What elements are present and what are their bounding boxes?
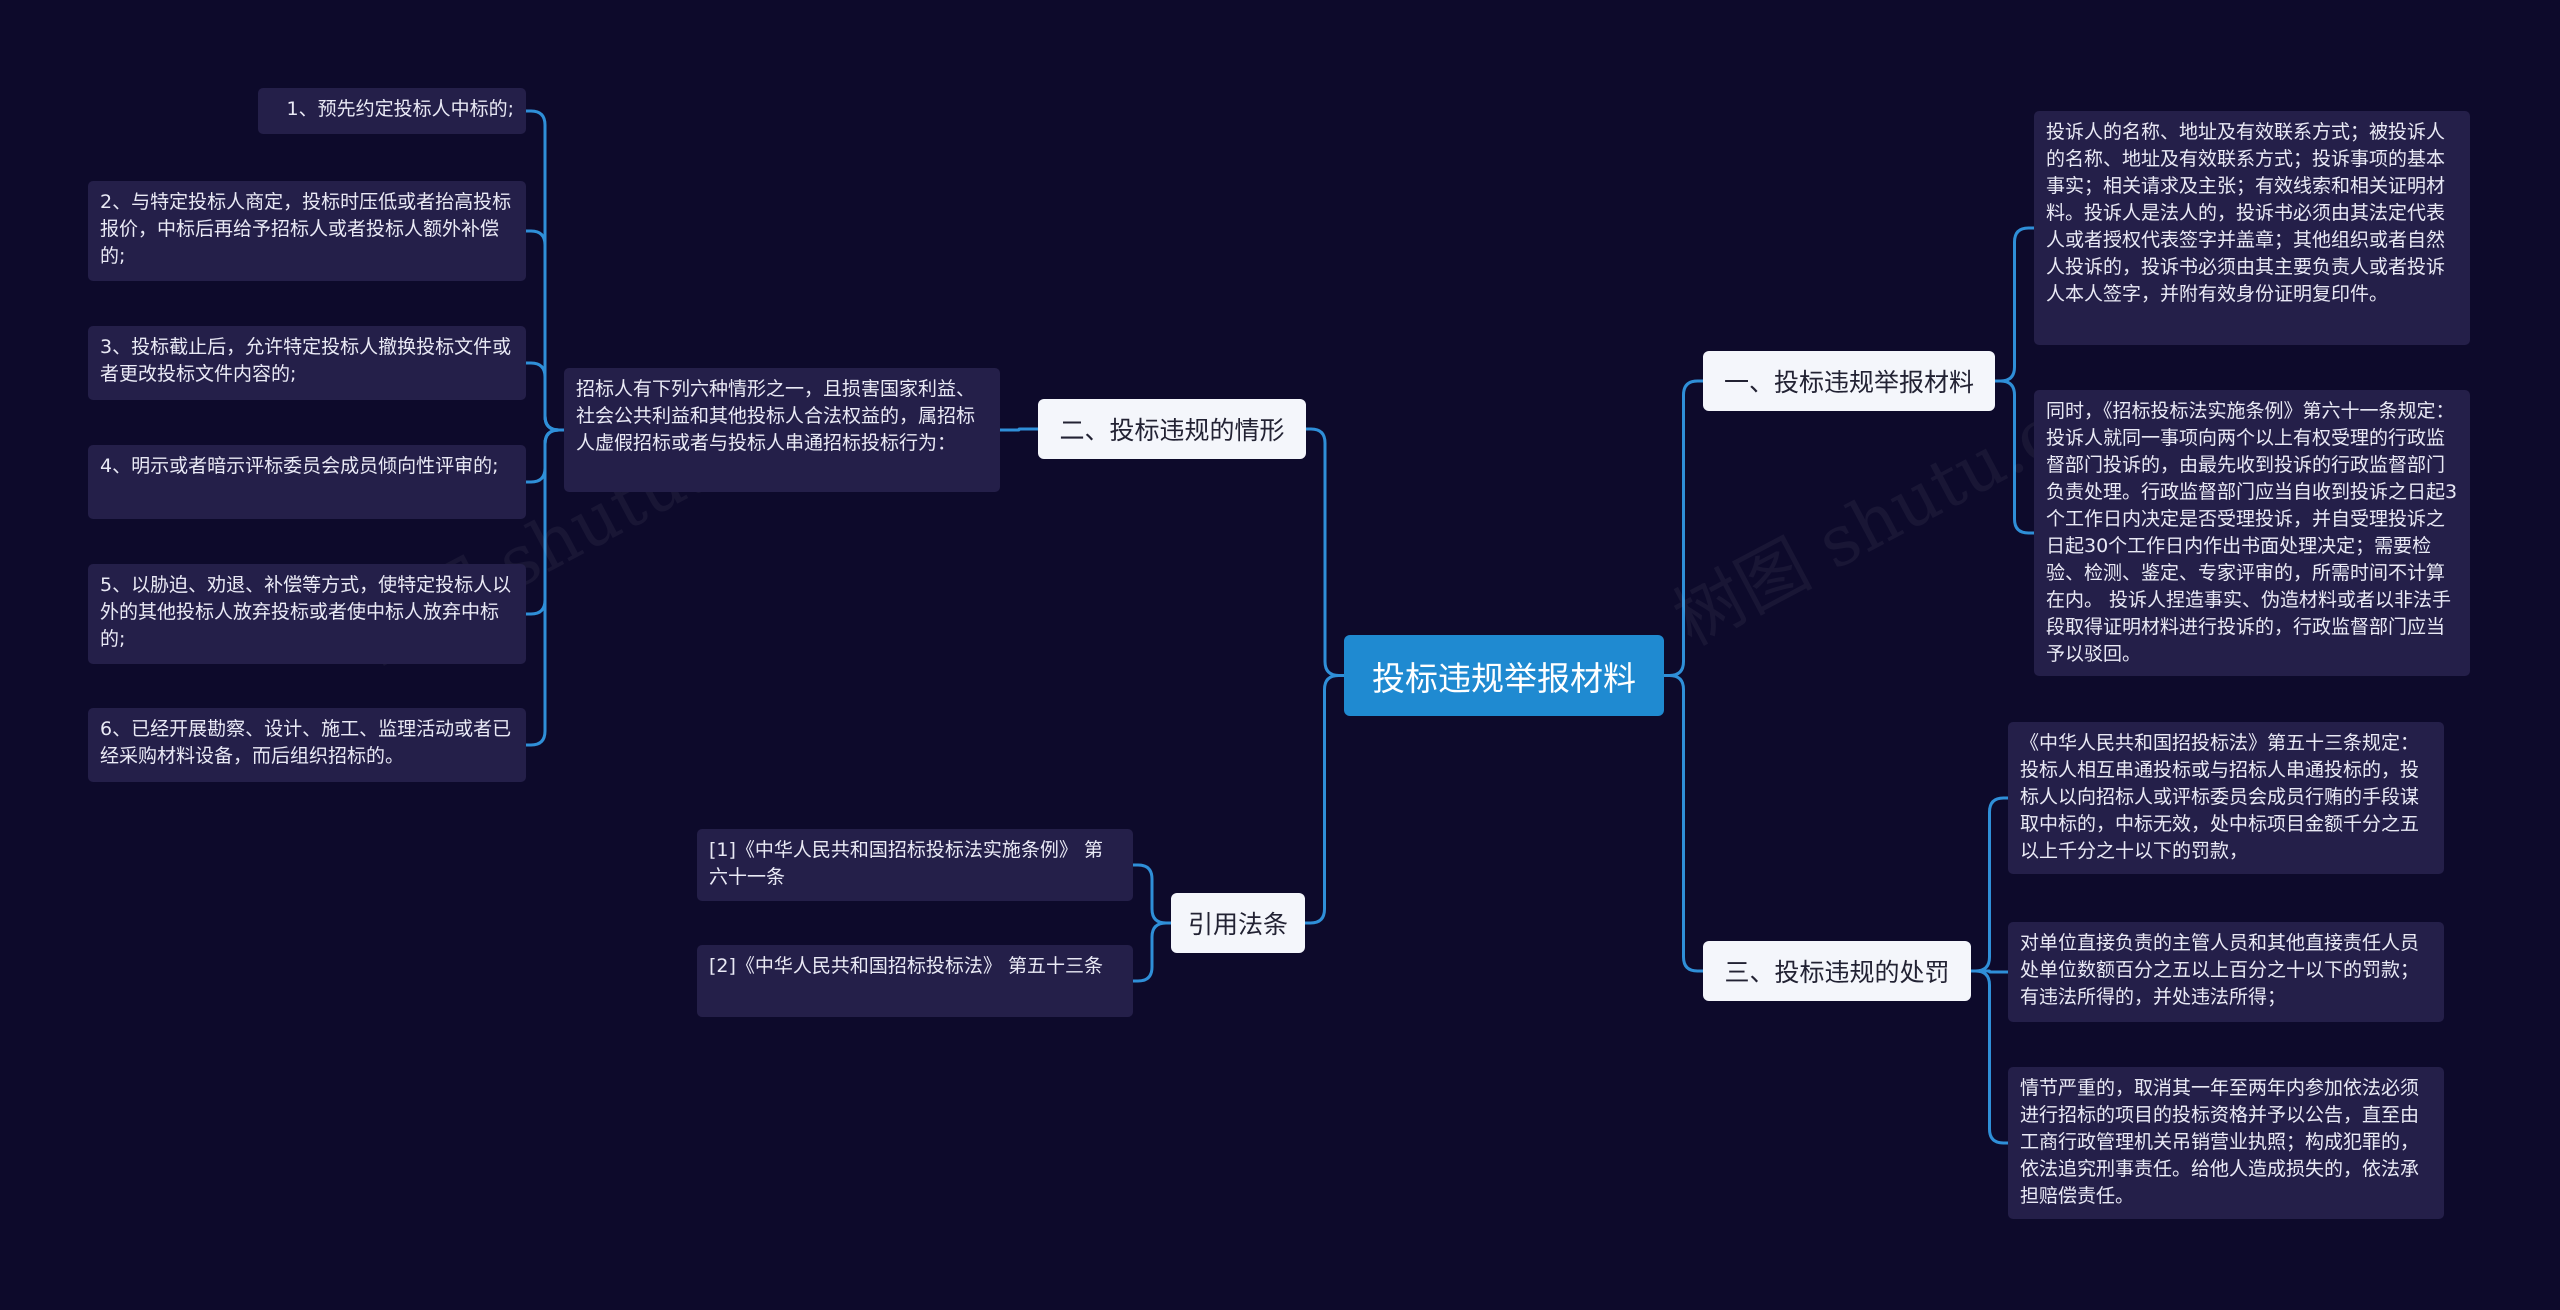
edge-penalty-leaf-2 <box>1971 969 2008 974</box>
violation-cases-intro[interactable]: 招标人有下列六种情形之一，且损害国家利益、社会公共利益和其他投标人合法权益的，属… <box>564 368 1000 492</box>
edge-cited-law-1 <box>1133 863 1171 925</box>
edge-report-materials-leaf-2 <box>1995 379 2034 535</box>
branch-report-materials[interactable]: 一、投标违规举报材料 <box>1703 351 1995 411</box>
report-materials-leaf-1[interactable]: 投诉人的名称、地址及有效联系方式；被投诉人的名称、地址及有效联系方式；投诉事项的… <box>2034 111 2470 345</box>
violation-case-item-2[interactable]: 2、与特定投标人商定，投标时压低或者抬高投标报价，中标后再给予招标人或者投标人额… <box>88 181 526 281</box>
cited-law-1[interactable]: [1]《中华人民共和国招标投标法实施条例》 第六十一条 <box>697 829 1133 901</box>
penalty-leaf-3[interactable]: 情节严重的，取消其一年至两年内参加依法必须进行招标的项目的投标资格并予以公告，直… <box>2008 1067 2444 1219</box>
edge-root-to-report-materials <box>1664 379 1703 677</box>
edge-penalty-leaf-3 <box>1971 969 2008 1145</box>
edge-root-to-cited-laws <box>1305 674 1344 925</box>
violation-case-item-1[interactable]: 1、预先约定投标人中标的; <box>258 88 526 134</box>
edge-root-to-violation-cases <box>1306 427 1344 677</box>
branch-violation-cases[interactable]: 二、投标违规的情形 <box>1038 399 1306 459</box>
edge-root-to-penalties <box>1664 674 1703 973</box>
violation-case-item-3[interactable]: 3、投标截止后，允许特定投标人撤换投标文件或者更改投标文件内容的; <box>88 326 526 400</box>
violation-case-item-4[interactable]: 4、明示或者暗示评标委员会成员倾向性评审的; <box>88 445 526 519</box>
edge-violation-case-item-3 <box>526 361 564 432</box>
edge-report-materials-leaf-1 <box>1995 226 2034 383</box>
branch-penalties[interactable]: 三、投标违规的处罚 <box>1703 941 1971 1001</box>
report-materials-leaf-2[interactable]: 同时，《招标投标法实施条例》第六十一条规定：投诉人就同一事项向两个以上有权受理的… <box>2034 390 2470 676</box>
branch-cited-laws[interactable]: 引用法条 <box>1171 893 1305 953</box>
cited-law-2[interactable]: [2]《中华人民共和国招标投标法》 第五十三条 <box>697 945 1133 1017</box>
edge-violation-case-item-6 <box>526 428 564 747</box>
violation-case-item-5[interactable]: 5、以胁迫、劝退、补偿等方式，使特定投标人以外的其他投标人放弃投标或者使中标人放… <box>88 564 526 664</box>
violation-case-item-6[interactable]: 6、已经开展勘察、设计、施工、监理活动或者已经采购材料设备，而后组织招标的。 <box>88 708 526 782</box>
penalty-leaf-1[interactable]: 《中华人民共和国招投标法》第五十三条规定：投标人相互串通投标或与招标人串通投标的… <box>2008 722 2444 874</box>
edge-cited-law-2 <box>1133 921 1171 983</box>
penalty-leaf-2[interactable]: 对单位直接负责的主管人员和其他直接责任人员处单位数额百分之五以上百分之十以下的罚… <box>2008 922 2444 1022</box>
edge-violation-cases-intro <box>1000 427 1038 432</box>
edge-penalty-leaf-1 <box>1971 796 2008 973</box>
root-node[interactable]: 投标违规举报材料 <box>1344 635 1664 716</box>
